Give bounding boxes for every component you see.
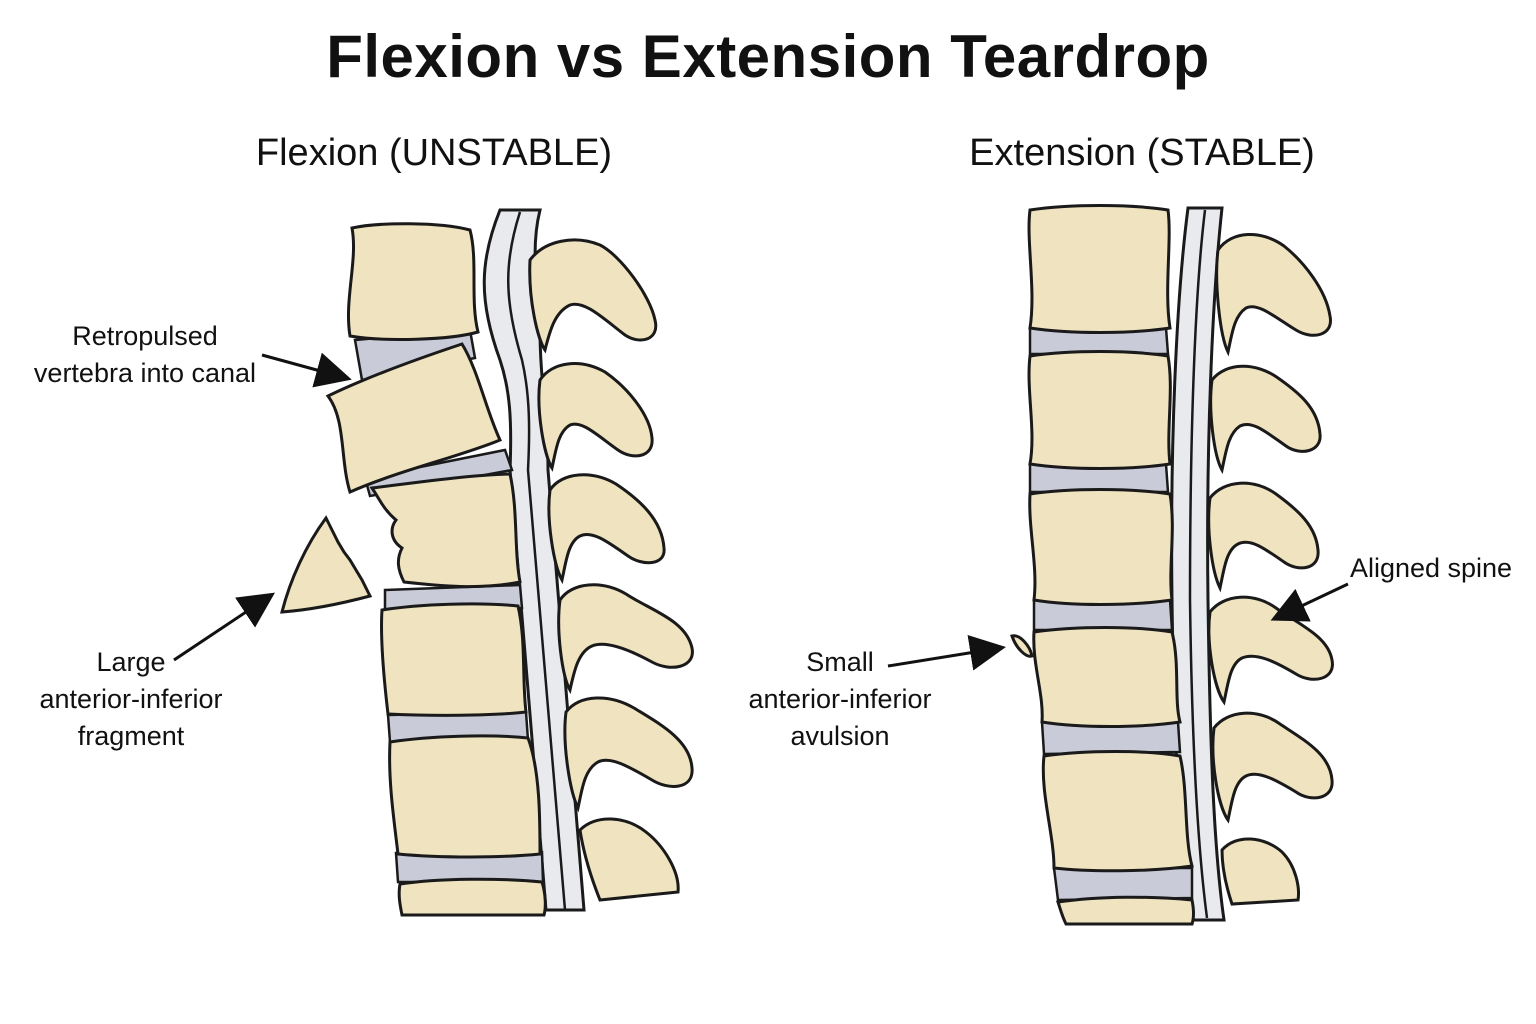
extension-disc xyxy=(1052,866,1194,902)
extension-spinous-process xyxy=(1209,364,1322,475)
fragment-label: Large anterior-inferior fragment xyxy=(20,644,242,755)
aligned-label: Aligned spine xyxy=(1346,550,1516,587)
extension-heading: Extension (STABLE) xyxy=(969,132,1315,174)
extension-vertebral-body xyxy=(1056,895,1195,926)
fragment-arrow xyxy=(173,592,275,662)
extension-vertebral-body xyxy=(1027,204,1172,334)
extension-spinous-process xyxy=(1215,233,1332,357)
flexion-spinous-process xyxy=(537,362,654,472)
extension-vertebral-body xyxy=(1032,626,1182,728)
extension-avulsion-fragment xyxy=(1010,634,1034,658)
retropulsed-arrow xyxy=(261,352,352,388)
extension-spinous-process xyxy=(1220,837,1300,906)
aligned-label-line: Aligned spine xyxy=(1349,553,1513,583)
extension-spinous-process xyxy=(1207,595,1334,706)
fragment-label-line: fragment xyxy=(77,721,185,751)
diagram-title: Flexion vs Extension Teardrop xyxy=(326,23,1210,90)
extension-vertebral-body xyxy=(1028,488,1174,606)
avulsion-label-line: anterior-inferior xyxy=(748,684,932,714)
extension-spine xyxy=(1010,204,1334,926)
flexion-retropulsed-vertebra xyxy=(325,342,503,495)
extension-vertebral-body xyxy=(1027,350,1172,470)
flexion-vertebral-body xyxy=(397,877,547,917)
flexion-posterior-elements xyxy=(528,238,694,902)
flexion-cord-line xyxy=(507,211,567,911)
flexion-teardrop-fragment xyxy=(280,515,373,614)
fragment-label-line: anterior-inferior xyxy=(39,684,223,714)
flexion-heading: Flexion (UNSTABLE) xyxy=(255,132,613,174)
flexion-spine xyxy=(280,208,694,917)
extension-vertebral-body xyxy=(1041,750,1194,873)
extension-spinal-cord xyxy=(1170,206,1226,922)
aligned-arrow xyxy=(1270,582,1349,622)
flexion-vertebral-body xyxy=(346,222,480,341)
flexion-spinous-process xyxy=(563,696,694,813)
flexion-vertebral-body xyxy=(388,734,542,859)
retropulsed-label-line: vertebra into canal xyxy=(33,358,257,388)
extension-spinous-process xyxy=(1211,711,1334,824)
extension-cord-line xyxy=(1188,209,1209,919)
retropulsed-label: Retropulsed vertebra into canal xyxy=(20,318,270,392)
flexion-fractured-vertebra xyxy=(369,472,522,589)
flexion-spinous-process xyxy=(578,817,680,902)
flexion-spinous-process xyxy=(528,238,658,354)
fragment-label-line: Large xyxy=(96,647,166,677)
avulsion-arrow xyxy=(887,634,1006,671)
extension-spinous-process xyxy=(1207,481,1320,593)
avulsion-label-line: Small xyxy=(806,647,874,677)
flexion-spinous-process xyxy=(547,473,666,585)
flexion-vertebral-body xyxy=(379,602,528,717)
flexion-spinous-process xyxy=(557,583,694,695)
retropulsed-label-line: Retropulsed xyxy=(72,321,218,351)
avulsion-label: Small anterior-inferior avulsion xyxy=(740,644,940,755)
avulsion-label-line: avulsion xyxy=(790,721,890,751)
